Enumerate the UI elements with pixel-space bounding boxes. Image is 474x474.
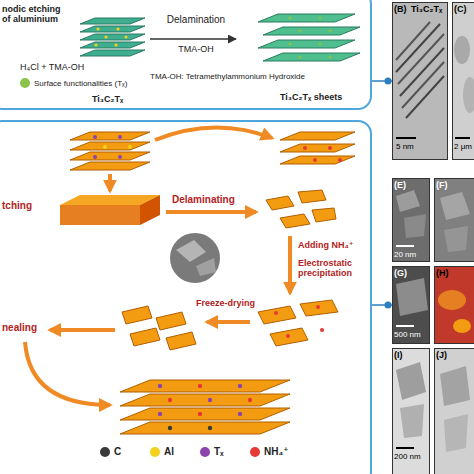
step-label: TMA-OH [176,44,216,54]
step-label: nodic etching of aluminium [2,4,68,25]
legend-item: C [100,446,121,457]
layered-mxene [80,18,145,56]
step-label: nealing [2,322,37,334]
legend-text: NH₄⁺ [264,446,289,457]
product-stack [280,132,355,164]
panel-label: (F) [436,180,448,190]
etched-slab [60,195,160,225]
legend-swatch [150,447,160,457]
tem-image [392,2,448,160]
legend-item: Surface functionalities (Tₓ) [20,78,127,88]
panel-label: (B) [394,4,407,14]
micrograph-panel: (G) 500 nm [392,266,430,344]
legend-text: Tₓ [214,446,224,457]
sem-image [452,2,474,160]
step-label: Freeze-drying [196,298,255,308]
process-arrow [155,127,272,140]
legend-swatch [20,78,30,88]
legend-text: Al [164,446,174,457]
nh4-flakes [258,300,338,346]
step-label: Electrostatic precipitation [298,258,360,279]
micrograph-panel: (H) [434,266,474,344]
process-arrow [25,342,110,405]
panel-label: 20 nm [394,250,416,259]
panel-label: (H) [436,268,449,278]
panel-label: 5 nm [396,142,414,151]
sem-image [392,178,430,262]
legend-item: NH₄⁺ [250,446,289,457]
process-arrow [207,320,250,324]
panel-label: (I) [394,350,403,360]
process-arrow [288,236,292,293]
sem-image [434,178,474,262]
process-arrow [150,38,236,40]
panel-label: (C) [454,4,467,14]
micrograph-panel: (I) 200 nm [392,348,430,474]
panel-label: 500 nm [394,330,421,339]
step-label: Ti₃C₂Tₓ sheets [280,92,342,102]
micrograph-panel: (F) [434,178,474,262]
panel-label: 200 nm [394,452,421,461]
mxene-sheets [258,14,360,61]
step-label: Adding NH₄⁺ [298,240,360,250]
step-label: Delaminating [172,194,235,206]
porous-flakes [122,306,196,350]
step-label: tching [2,200,32,212]
legend-text: Surface functionalities (Tₓ) [34,79,127,88]
panel-label: Ti₃C₂Tₓ [411,4,442,14]
process-arrow [166,210,256,214]
connector-dot [385,302,392,309]
panel-label: (J) [436,350,447,360]
scheme-panel: tching DelaminatingAdding NH₄⁺ Electrostat… [0,120,372,474]
legend-swatch [100,447,110,457]
final-stack [120,380,290,434]
legend-swatch [250,447,260,457]
tem-image [434,348,474,474]
panel-label: (E) [394,180,406,190]
panel-label: 2 μm [454,142,472,151]
legend-text: C [114,446,121,457]
legend-item: Al [150,446,174,457]
max-stack [70,132,150,170]
scheme-panel: nodic etching of aluminiumH₄Cl + TMA-OH D… [0,0,372,110]
micrograph-panel: (B) Ti₃C₂Tₓ 5 nm [392,2,448,160]
sem-inset [169,232,221,284]
process-arrow [108,174,112,191]
legend-swatch [200,447,210,457]
panel-label: (G) [394,268,407,278]
legend-item: Tₓ [200,446,224,457]
step-label: H₄Cl + TMA-OH [20,62,84,72]
step-label: TMA-OH: Tetramethylammonium Hydroxide [150,72,305,81]
micrograph-panel: (J) [434,348,474,474]
afm-image [434,266,474,344]
step-label: Delamination [160,14,232,26]
process-arrow [50,328,115,332]
delaminated-flakes [266,190,336,228]
connector-dot [385,78,392,85]
sem-image [392,266,430,344]
micrograph-panel: (C) 2 μm [452,2,474,160]
micrograph-panel: (E) 20 nm [392,178,430,262]
step-label: Ti₃C₂Tₓ [92,94,123,104]
tem-image [392,348,430,474]
